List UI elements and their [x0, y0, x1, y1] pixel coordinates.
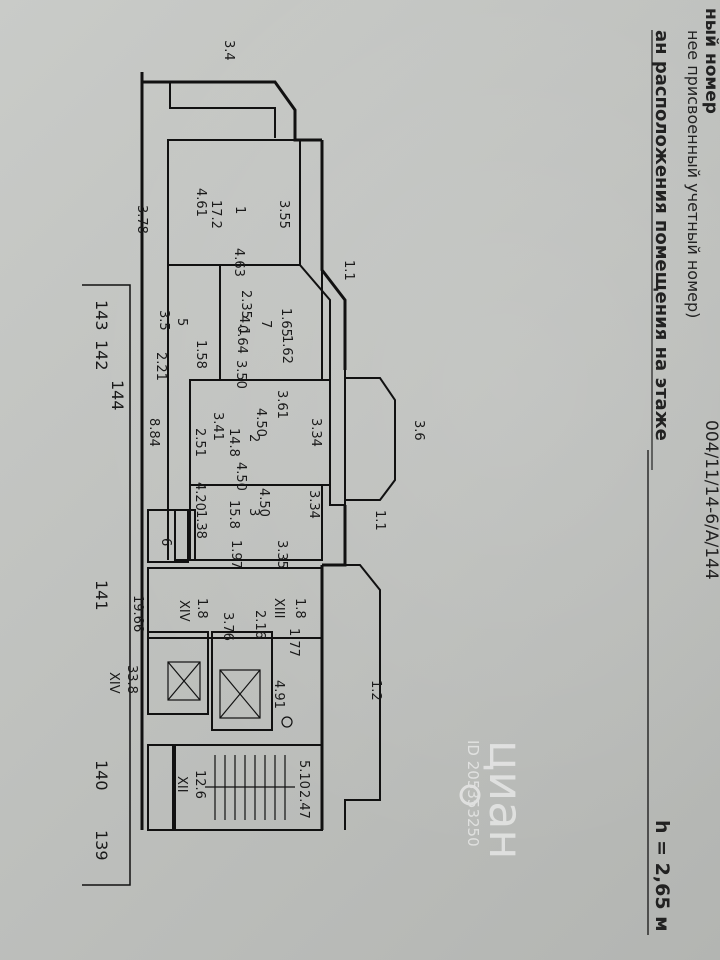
dim-label: 1.97 — [228, 540, 243, 569]
neighbor-numbers: 143 142 144 141 140 139 — [92, 300, 127, 861]
room-area: 14.8 — [226, 428, 241, 457]
room-number: 2 — [246, 434, 261, 442]
dim-label: 1.77 — [286, 628, 301, 657]
dim-label: 1.38 — [193, 510, 208, 539]
dim-label: 2.21 — [153, 352, 168, 381]
cian-logo-icon — [459, 784, 481, 806]
frac-label: 1.1 — [341, 260, 356, 281]
cian-watermark: циан ID 205353250 — [459, 740, 533, 859]
room-area: 4.1 — [236, 315, 251, 336]
neighbor-number: 141 — [92, 580, 111, 611]
dim-label: 3.78 — [134, 205, 149, 234]
room-number: 6 — [158, 538, 173, 546]
dim-label: 2.35 — [238, 290, 253, 319]
dim-label: 1.65 — [278, 308, 293, 337]
dim-label: 3.41 — [210, 412, 225, 441]
neighbor-number: 139 — [92, 830, 111, 861]
header-block: ный номер нее присвоенный учетный номер)… — [647, 8, 720, 935]
dim-label: 8.84 — [146, 418, 161, 447]
dim-label: 4.50 — [253, 408, 268, 437]
dim-label: 1.62 — [279, 335, 294, 364]
neighbor-number: 140 — [92, 760, 111, 791]
room-number: XIII — [271, 598, 286, 618]
frac-label: 3.4 — [221, 40, 236, 61]
dim-label: 2.51 — [192, 428, 207, 457]
balcony-labels: 3.4 1.1 3.6 1.1 1.2 — [221, 40, 426, 701]
room-area: 1.8 — [194, 598, 209, 619]
dim-label: 3.61 — [274, 390, 289, 419]
room-number: XIV — [176, 600, 191, 622]
frac-label: 1.2 — [368, 680, 383, 701]
cadastral-number: 004/11/14-6/A/144 — [701, 420, 720, 580]
neighbor-number: 142 — [92, 340, 111, 371]
dim-label: 4.61 — [193, 188, 208, 217]
frac-label: 1.1 — [372, 510, 387, 531]
dim-label: 4.63 — [231, 248, 246, 277]
frac-label: 3.6 — [411, 420, 426, 441]
room-number: 1 — [232, 206, 247, 214]
dim-label: 4.91 — [271, 680, 286, 709]
room-number: 5 — [174, 318, 189, 326]
dim-label: 4.20 — [192, 482, 207, 511]
header-title: ан расположения помещения на этаже — [651, 30, 672, 441]
dim-label: 4.50 — [233, 462, 248, 491]
room-number: XIV — [106, 672, 121, 694]
header-line-2: нее присвоенный учетный номер) — [684, 30, 703, 318]
dimensions: 4.61 3.78 3.55 4.63 2.35 1.65 1.62 0.64 … — [130, 188, 323, 819]
watermark-brand: циан — [479, 740, 533, 859]
dim-label: 4.50 — [256, 488, 271, 517]
dim-label: 3.76 — [220, 612, 235, 641]
room-number: 3 — [246, 508, 261, 516]
room-number: XII — [174, 776, 189, 793]
dim-label: 3.35 — [274, 540, 289, 569]
neighbor-number: 143 — [92, 300, 111, 331]
dim-label: 3.34 — [306, 490, 321, 519]
dim-label: 2.47 — [296, 790, 311, 819]
dim-label: 19.66 — [130, 595, 145, 632]
elevator-shafts — [167, 661, 293, 728]
room-area: 1.8 — [292, 598, 307, 619]
header-line-1: ный номер — [701, 8, 720, 114]
ceiling-height: h = 2,65 м — [651, 820, 673, 932]
dim-label: 3.55 — [276, 200, 291, 229]
room-area: 12.6 — [192, 770, 207, 799]
room-area: 3.5 — [156, 310, 171, 331]
dim-label: 5.10 — [296, 760, 311, 789]
room-number: 7 — [258, 320, 273, 328]
room-labels: 17.2 1 14.8 2 15.8 3 4.1 7 3.5 5 6 1.8 X… — [106, 200, 307, 799]
dim-label: 1.58 — [193, 340, 208, 369]
neighbor-number: 144 — [108, 380, 127, 411]
plan-walls — [82, 72, 396, 886]
dim-label: 2.16 — [252, 610, 267, 639]
room-area: 15.8 — [226, 500, 241, 529]
stairs — [205, 755, 295, 820]
watermark-id: ID 205353250 — [464, 740, 482, 847]
dim-label: 3.34 — [308, 418, 323, 447]
dim-label: 0.64 — [234, 325, 249, 354]
room-area: 33.8 — [124, 665, 139, 694]
dim-label: 3.50 — [233, 360, 248, 389]
room-area: 17.2 — [208, 200, 223, 229]
